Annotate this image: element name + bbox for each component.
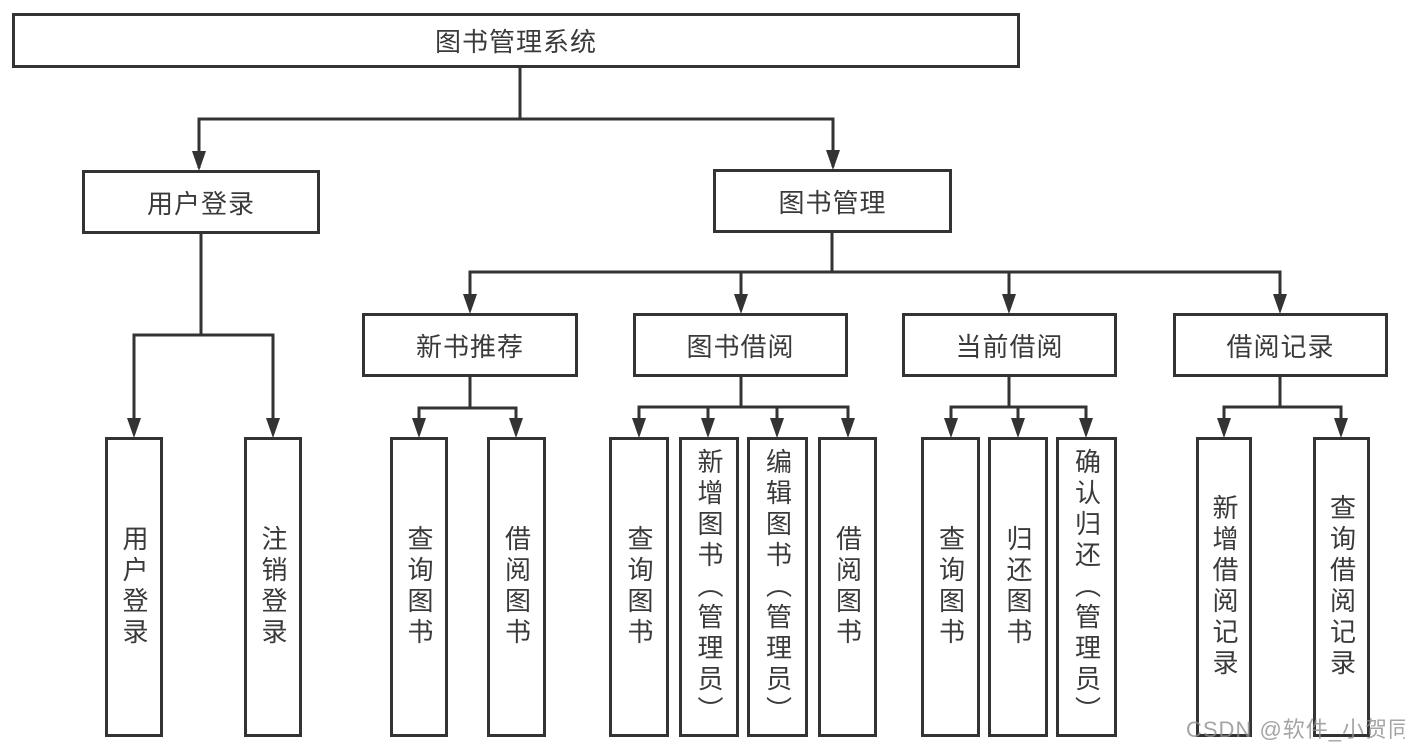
node-label: 归还图书 (1003, 525, 1033, 649)
node-label: 借阅图书 (501, 525, 532, 649)
node-library-management-system: 图书管理系统 (12, 13, 1020, 68)
node-confirm-return-admin: 确认归还（管理员） (1056, 437, 1117, 737)
node-query-books-current: 查询图书 (921, 437, 980, 737)
node-label: 借阅图书 (832, 525, 863, 649)
node-borrow-books-recommend: 借阅图书 (487, 437, 546, 737)
node-current-borrowing: 当前借阅 (902, 313, 1117, 377)
node-label: 用户登录 (146, 188, 255, 219)
node-label: 查询借阅记录 (1326, 494, 1357, 680)
node-return-books: 归还图书 (988, 437, 1048, 737)
node-new-book-recommendation: 新书推荐 (362, 313, 578, 377)
node-borrowing-records: 借阅记录 (1173, 313, 1388, 377)
node-query-books-recommend: 查询图书 (390, 437, 448, 737)
node-label: 编辑图书（管理员） (762, 447, 793, 727)
node-label: 图书借阅 (686, 331, 795, 362)
node-logout: 注销登录 (244, 437, 302, 737)
node-label: 注销登录 (258, 525, 288, 649)
node-label: 借阅记录 (1226, 331, 1335, 362)
node-label: 新增图书（管理员） (694, 447, 724, 727)
node-label: 查询图书 (404, 525, 434, 649)
node-label: 确认归还（管理员） (1071, 447, 1102, 727)
node-query-books-borrowing: 查询图书 (609, 437, 669, 737)
node-label: 新书推荐 (415, 331, 524, 362)
node-label: 图书管理系统 (434, 27, 597, 57)
node-borrow-books: 借阅图书 (818, 437, 877, 737)
node-book-management: 图书管理 (713, 169, 952, 233)
node-edit-book-admin: 编辑图书（管理员） (747, 437, 808, 737)
node-label: 查询图书 (935, 525, 966, 649)
node-user-login: 用户登录 (105, 437, 163, 737)
node-query-borrow-record: 查询借阅记录 (1313, 437, 1370, 737)
node-label: 当前借阅 (955, 331, 1064, 362)
node-label: 用户登录 (119, 525, 149, 649)
node-add-book-admin: 新增图书（管理员） (679, 437, 739, 737)
node-user-login-module: 用户登录 (82, 170, 320, 234)
node-label: 新增借阅记录 (1209, 494, 1239, 680)
node-book-borrowing: 图书借阅 (633, 313, 848, 377)
csdn-watermark: CSDN @软件_小贺同学 (1186, 717, 1405, 742)
node-label: 图书管理 (778, 187, 887, 218)
node-add-borrow-record: 新增借阅记录 (1196, 437, 1252, 737)
node-label: 查询图书 (624, 525, 654, 649)
